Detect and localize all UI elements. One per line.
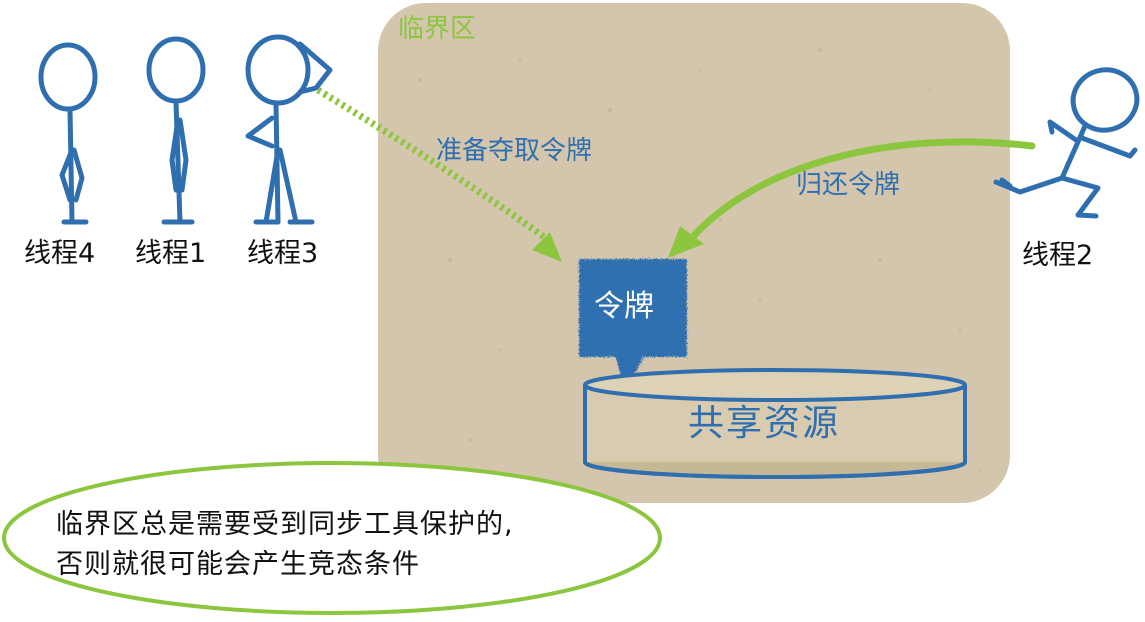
note-line-1: 临界区总是需要受到同步工具保护的, (56, 509, 514, 540)
thread2-label: 线程2 (1022, 240, 1094, 271)
shared-resource-label: 共享资源 (688, 403, 841, 444)
note-bubble (2, 461, 662, 615)
release-arrow (668, 138, 1036, 258)
shared-resource (583, 368, 967, 479)
token-label: 令牌 (594, 289, 654, 324)
thread3-label: 线程3 (247, 238, 319, 269)
release-arrow-label: 归还令牌 (796, 170, 901, 200)
note-line-2: 否则就很可能会产生竞态条件 (56, 549, 420, 580)
thread1-label: 线程1 (135, 238, 207, 269)
thread4-label: 线程4 (24, 238, 96, 269)
acquire-arrow-label: 准备夺取令牌 (436, 136, 593, 166)
critical-section-label: 临界区 (398, 14, 477, 44)
thread3-figure (245, 34, 333, 225)
thread4-figure (38, 42, 98, 225)
token-block (579, 259, 687, 393)
thread1-figure (146, 36, 206, 225)
acquire-arrow (316, 87, 562, 262)
thread2-figure (993, 67, 1140, 219)
